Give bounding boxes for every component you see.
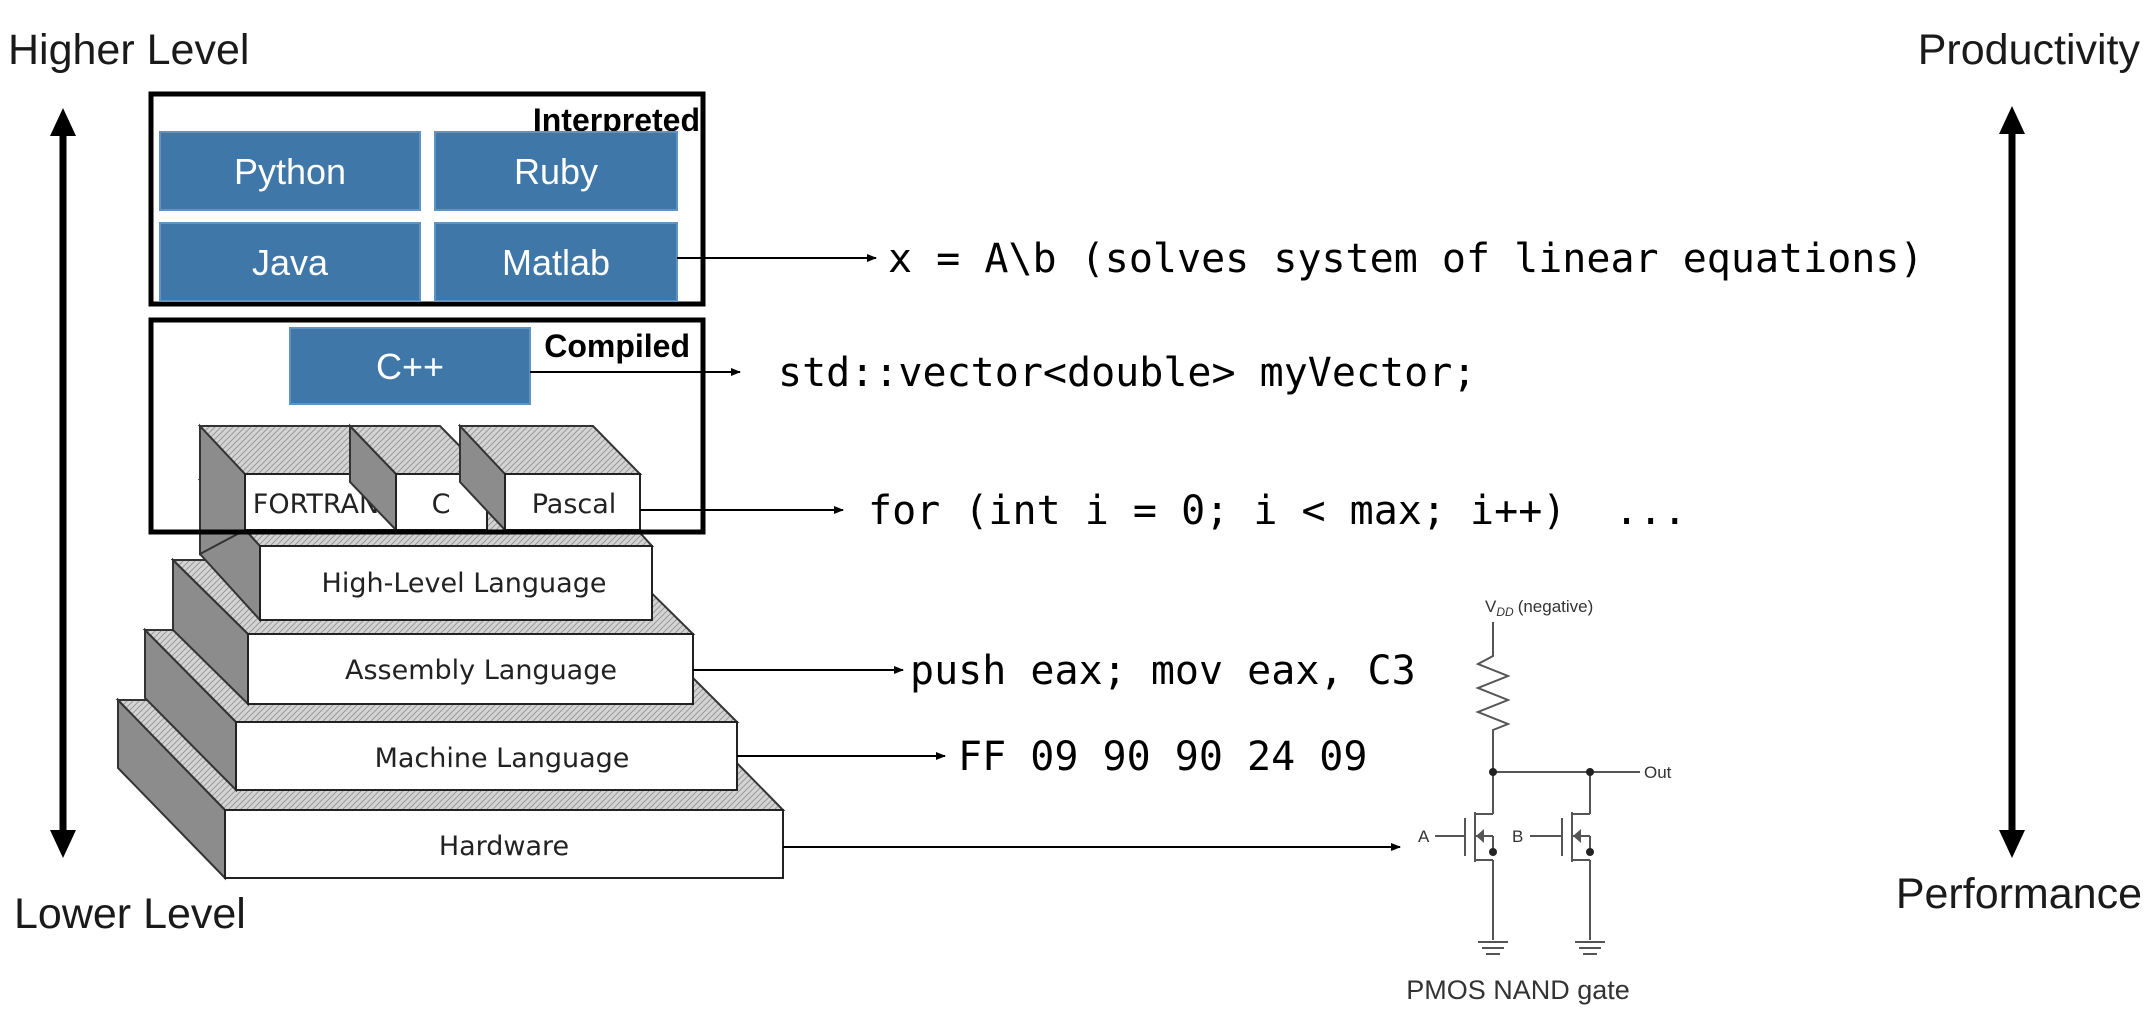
left-level-arrow [50,108,76,858]
matlab-box [434,222,678,302]
block-pascal: Pascal [457,423,643,533]
machine-language-label: Machine Language [375,743,630,774]
ruby-label: Ruby [514,151,598,192]
right-tradeoff-arrow [1999,106,2025,858]
machine-code: FF 09 90 90 24 09 [958,734,1367,780]
high-level-language-label: High-Level Language [322,568,607,599]
matlab-code: x = A\b (solves system of linear equatio… [888,236,1924,282]
matlab-label: Matlab [502,242,610,283]
input-a-label: A [1418,827,1430,846]
java-box [159,222,421,302]
interpreted-group-frame [148,91,706,307]
c-label: C [432,489,451,520]
lower-level-label: Lower Level [14,890,246,938]
python-label: Python [234,151,346,192]
vdd-subscript: DD [1496,605,1514,619]
cpp-code: std::vector<double> myVector; [778,350,1476,396]
cpp-label: C++ [376,346,444,387]
nand-caption: PMOS NAND gate [1406,975,1630,1005]
vdd-label: VDD(negative) [1485,597,1593,619]
assembly-code: push eax; mov eax, C3 [910,648,1416,694]
input-b-label: B [1512,827,1523,846]
out-label: Out [1644,763,1672,782]
block-c: C [347,423,490,533]
java-label: Java [252,242,329,283]
loop-code: for (int i = 0; i < max; i++) ... [868,488,1687,534]
schematic-arrows [1476,829,1581,843]
compiled-label: Compiled [544,328,690,364]
productivity-label: Productivity [1918,26,2141,74]
fortran-label: FORTRAN [253,489,379,520]
pascal-label: Pascal [532,489,617,520]
vdd-note: (negative) [1518,597,1594,616]
ruby-box [434,131,678,211]
cpp-box [289,327,531,405]
compiled-group-frame [148,317,706,535]
assembly-language-label: Assembly Language [345,655,617,686]
performance-label: Performance [1896,870,2142,918]
pmos-nand-schematic [1435,622,1640,955]
schematic-nodes [1489,768,1594,856]
higher-level-label: Higher Level [8,26,249,74]
hardware-label: Hardware [439,831,569,862]
python-box [159,131,421,211]
